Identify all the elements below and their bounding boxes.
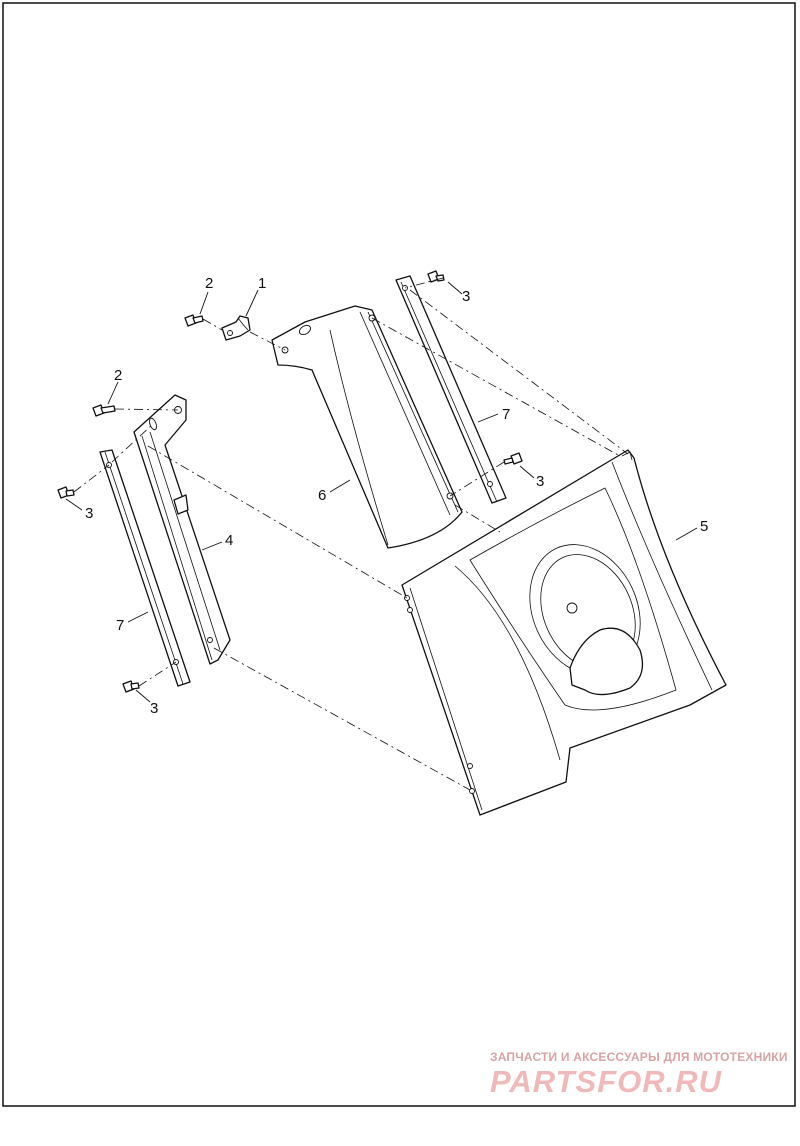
part-7-strip-left bbox=[99, 449, 191, 687]
leader-lines bbox=[65, 281, 698, 703]
callout-6: 6 bbox=[318, 487, 326, 504]
part-4-bracket bbox=[133, 394, 231, 665]
screw-3-bottom bbox=[122, 680, 140, 693]
part-1-clip bbox=[221, 315, 251, 341]
callout-2-lower: 2 bbox=[114, 367, 122, 384]
part-5-panel bbox=[401, 449, 727, 816]
callout-7-left: 7 bbox=[116, 617, 124, 634]
watermark-caption: ЗАПЧАСТИ И АКСЕССУАРЫ ДЛЯ МОТОТЕХНИКИ bbox=[490, 1050, 788, 1064]
diagram-border bbox=[2, 2, 796, 1107]
callout-7-upper: 7 bbox=[502, 406, 510, 423]
screw-3-mid bbox=[503, 452, 523, 465]
screw-3-left bbox=[57, 486, 75, 499]
callout-2-upper: 2 bbox=[205, 275, 213, 292]
callout-4: 4 bbox=[225, 532, 233, 549]
screw-2-upper bbox=[184, 314, 204, 327]
watermark-logo: PARTSFOR.RU bbox=[490, 1064, 723, 1099]
part-7-strip-upper bbox=[395, 275, 507, 504]
screw-3-top bbox=[427, 270, 445, 283]
callout-3-mid: 3 bbox=[536, 473, 544, 490]
assembly-lines bbox=[73, 277, 629, 791]
callout-3-bottom: 3 bbox=[150, 700, 158, 717]
callout-1: 1 bbox=[258, 275, 266, 292]
screw-2-lower bbox=[92, 404, 116, 417]
callouts: 1 2 2 3 3 3 3 4 5 6 7 7 bbox=[85, 275, 708, 717]
callout-5: 5 bbox=[700, 518, 708, 535]
callout-3-top: 3 bbox=[462, 288, 470, 305]
callout-3-left: 3 bbox=[85, 505, 93, 522]
